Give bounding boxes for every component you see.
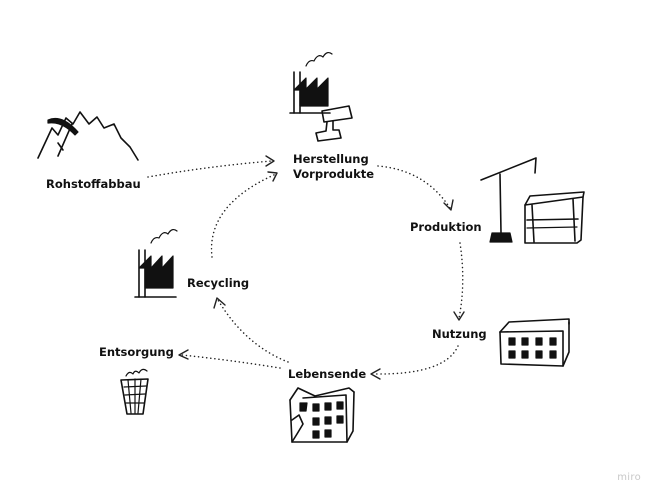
- node-label-lebensende: Lebensende: [288, 367, 367, 381]
- arrow-produktion-to-nutzung: [453, 242, 465, 321]
- node-label-nutzung: Nutzung: [432, 327, 487, 341]
- node-label-entsorgung: Entsorgung: [99, 345, 174, 359]
- arrow-lebensende-to-recycling: [213, 297, 289, 363]
- building-icon: [499, 318, 570, 367]
- node-label-produktion: Produktion: [410, 220, 482, 234]
- damaged-building-icon: [289, 387, 355, 443]
- factory-icon: [134, 228, 178, 298]
- trash-bin-icon: [120, 368, 149, 415]
- node-label-recycling: Recycling: [187, 276, 250, 290]
- node-label-rohstoffabbau: Rohstoffabbau: [46, 177, 141, 191]
- arrow-recycling-to-herstellung: [210, 171, 278, 258]
- node-label-herstellung-vorprodukte: Herstellung Vorprodukte: [293, 152, 374, 182]
- arrow-lebensende-to-entsorgung: [178, 349, 281, 369]
- node-label-herstellung-line1: Herstellung: [293, 152, 369, 166]
- crane-building-icon: [480, 157, 585, 244]
- arrow-herstellung-to-produktion: [377, 165, 454, 211]
- arrow-nutzung-to-lebensende: [370, 345, 459, 380]
- arrow-rohstoffabbau-to-herstellung: [147, 155, 275, 178]
- factory-steel-beam-icon: [289, 51, 353, 142]
- node-label-herstellung-line2: Vorprodukte: [293, 167, 375, 181]
- mountain-pickaxe-icon: [37, 111, 139, 161]
- miro-watermark: miro: [617, 472, 641, 483]
